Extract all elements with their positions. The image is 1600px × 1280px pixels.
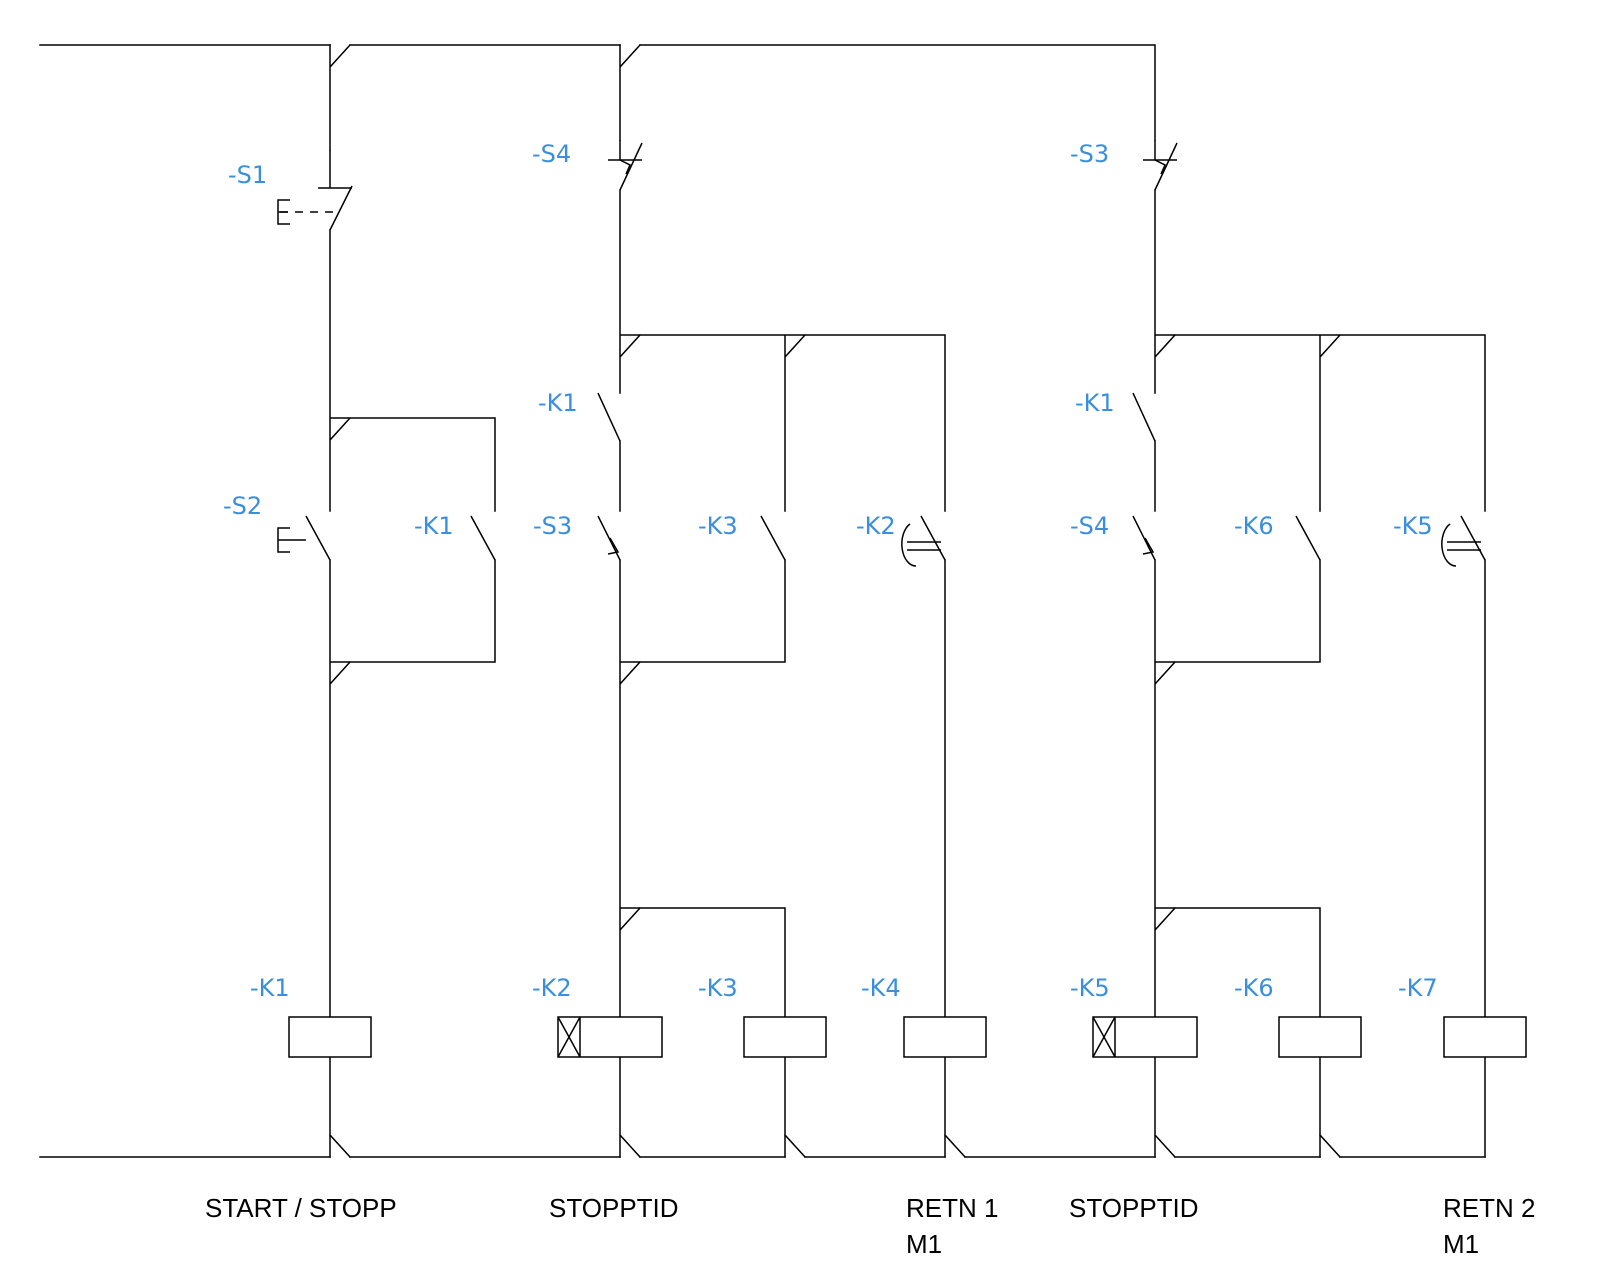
contact-k6	[1295, 515, 1321, 561]
tag-s4-right: -S4	[1070, 512, 1109, 540]
contacts	[277, 140, 1486, 567]
rung2-wiring	[618, 43, 946, 1159]
tag-coil-k5: -K5	[1070, 974, 1110, 1002]
tag-s4-left: -S4	[532, 140, 571, 168]
top-rail	[39, 44, 1156, 141]
tag-k2-contact: -K2	[856, 512, 896, 540]
tag-coil-k2: -K2	[532, 974, 572, 1002]
tag-s1: -S1	[228, 161, 267, 189]
contact-s4-right	[1132, 515, 1156, 561]
tag-s2: -S2	[223, 492, 262, 520]
caption-retn2-line2: M1	[1443, 1229, 1479, 1259]
contact-s4-left	[608, 140, 643, 191]
contact-k1-rung2	[597, 392, 621, 442]
contact-s1	[277, 150, 353, 231]
rung4-wiring	[1153, 189, 1486, 1159]
tag-s3-left: -S3	[533, 512, 572, 540]
coil-k6	[1278, 1016, 1362, 1058]
contact-s2	[277, 515, 331, 561]
coil-k4	[903, 1016, 987, 1058]
tag-coil-k6: -K6	[1234, 974, 1274, 1002]
coil-k3	[743, 1016, 827, 1058]
coil-k5	[1092, 1016, 1198, 1058]
contact-s3-left	[597, 515, 621, 561]
rung3-wiring	[943, 559, 967, 1159]
tag-k1-hold: -K1	[414, 512, 454, 540]
tag-coil-k3: -K3	[698, 974, 738, 1002]
rung1-wiring	[328, 43, 496, 1159]
caption-start-stopp: START / STOPP	[205, 1193, 397, 1223]
tag-coil-k7: -K7	[1398, 974, 1438, 1002]
caption-retn1-line1: RETN 1	[906, 1193, 998, 1223]
coils	[288, 1016, 1527, 1058]
contact-k2-timed	[901, 515, 946, 567]
contact-k1-rung4	[1132, 392, 1156, 442]
coil-k7	[1443, 1016, 1527, 1058]
caption-stopptid-2: STOPPTID	[1069, 1193, 1199, 1223]
contact-k3	[760, 515, 786, 561]
tag-k1-rung4: -K1	[1075, 389, 1115, 417]
tag-coil-k4: -K4	[861, 974, 901, 1002]
tag-k6-contact: -K6	[1234, 512, 1274, 540]
coil-k1	[288, 1016, 372, 1058]
tag-coil-k1: -K1	[250, 974, 290, 1002]
contact-s3-right	[1143, 140, 1178, 191]
caption-stopptid-1: STOPPTID	[549, 1193, 679, 1223]
contact-k1-hold	[470, 515, 496, 561]
rung-captions: START / STOPP STOPPTID RETN 1 M1 STOPPTI…	[205, 1193, 1535, 1259]
caption-retn1-line2: M1	[906, 1229, 942, 1259]
device-tags: -S1 -S2 -K1 -S4 -K1 -S3 -K3 -K2 -S3 -K1 …	[223, 140, 1438, 1002]
caption-retn2-line1: RETN 2	[1443, 1193, 1535, 1223]
wiring	[39, 43, 1486, 1159]
tag-k3-contact: -K3	[698, 512, 738, 540]
tag-k1-rung2: -K1	[538, 389, 578, 417]
contact-k5-timed	[1441, 515, 1486, 567]
tag-s3-right: -S3	[1070, 140, 1109, 168]
coil-k2	[557, 1016, 663, 1058]
tag-k5-contact: -K5	[1393, 512, 1433, 540]
